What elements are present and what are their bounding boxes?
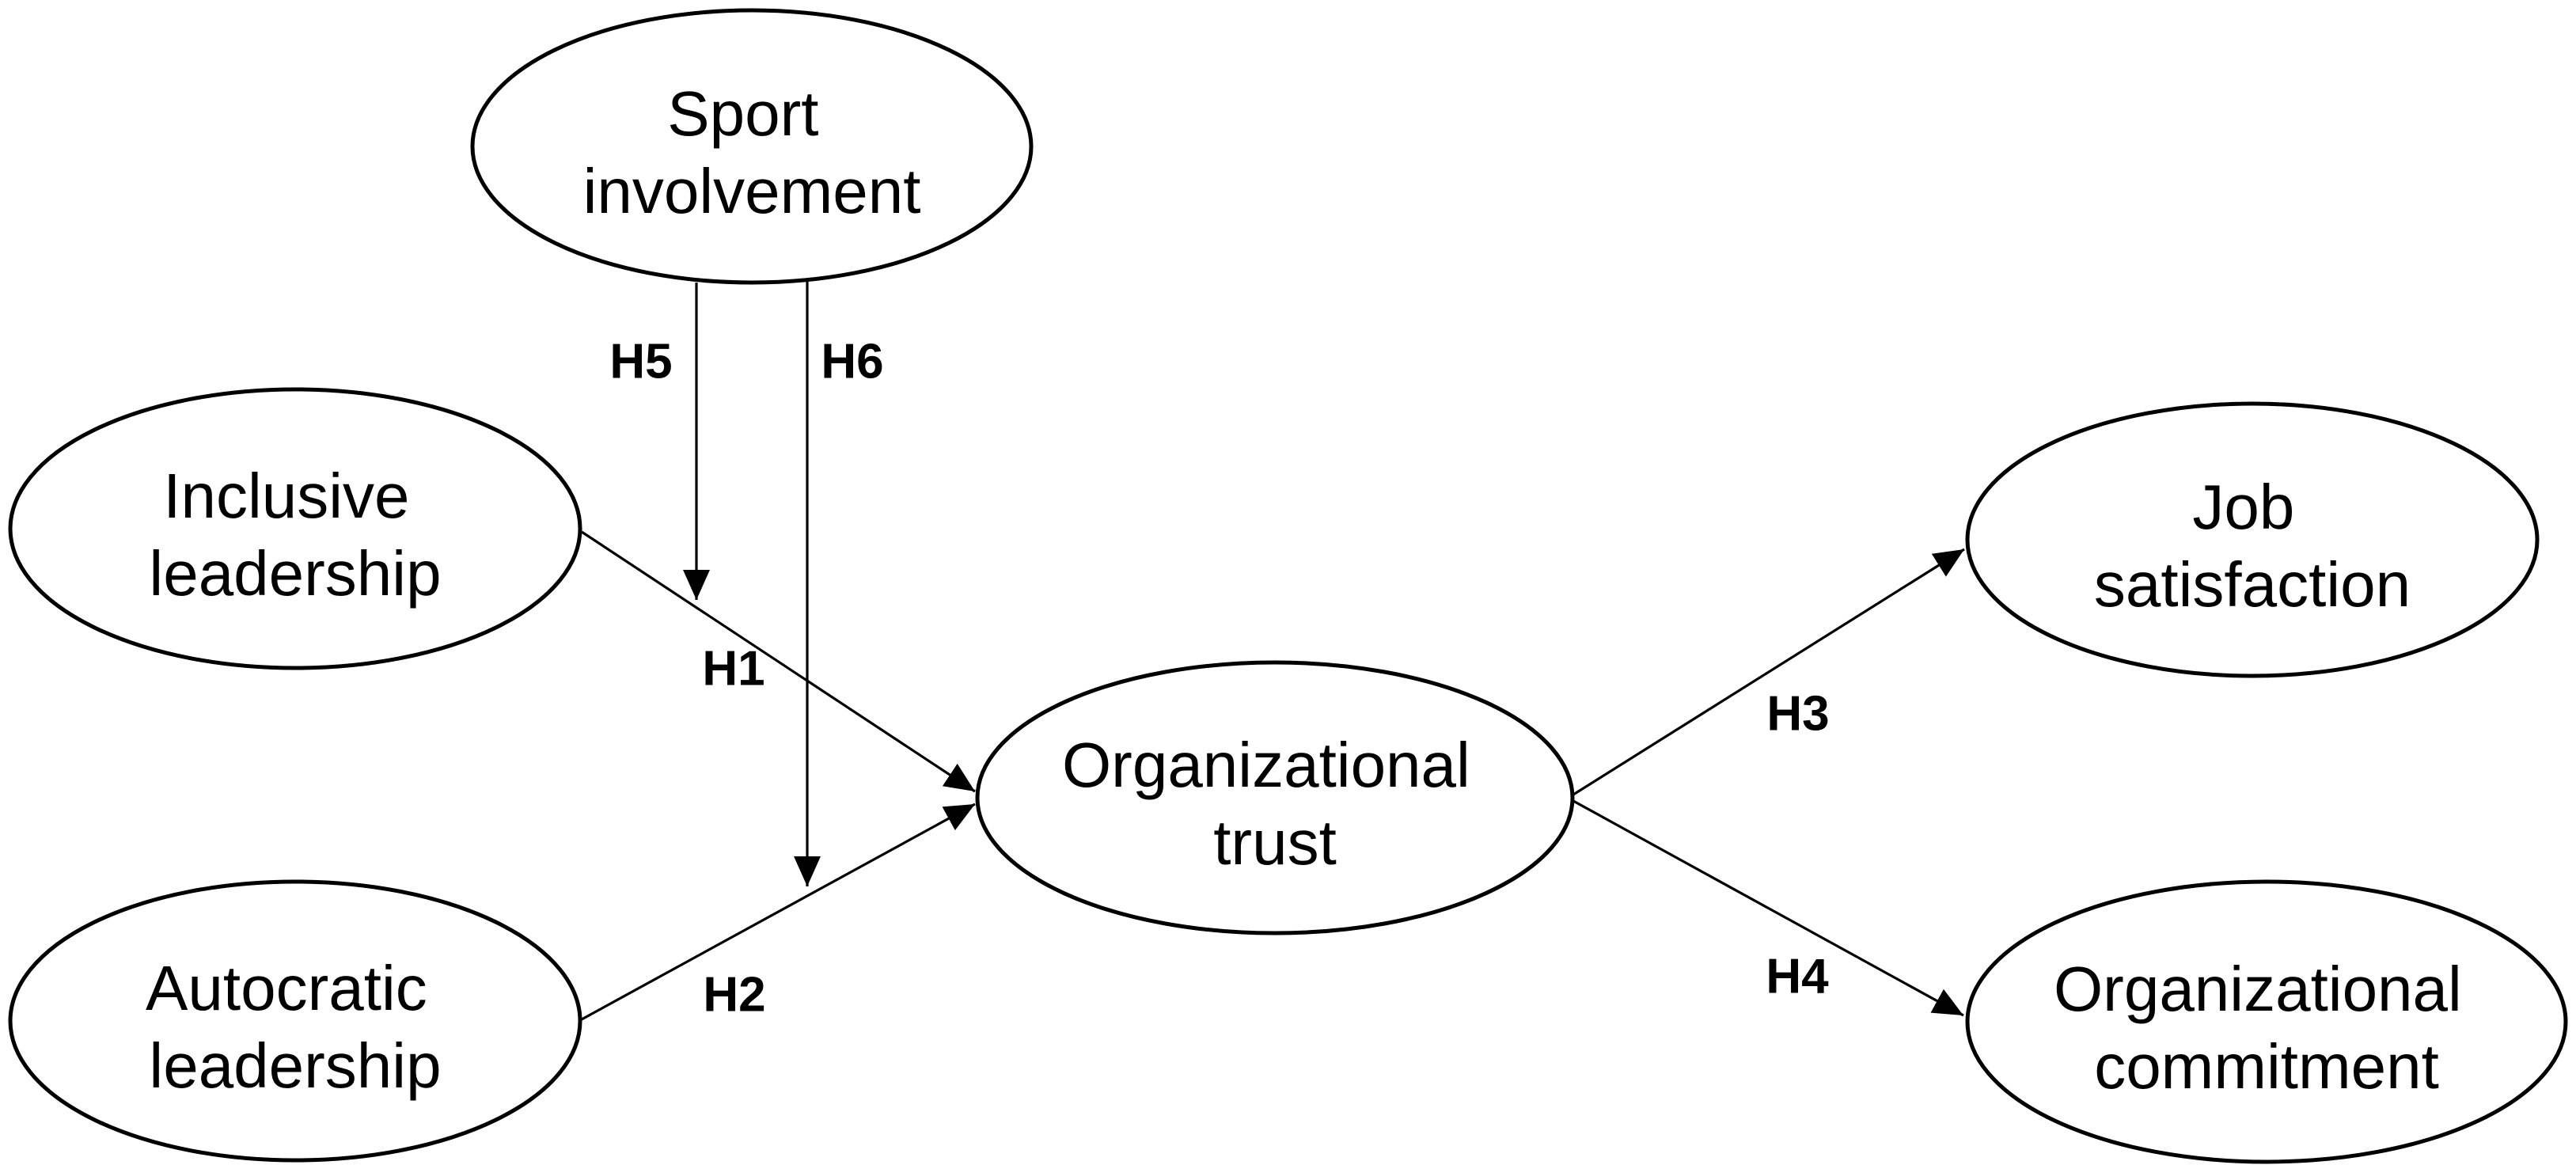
h2-label: H2 [703,968,765,1023]
h6-label: H6 [821,335,883,389]
node-organizational-commitment: Organizational commitment [1965,879,2568,1164]
job-satisfaction-ellipse [1965,401,2540,678]
job-satisfaction-label: Job satisfaction [2094,472,2411,620]
inclusive-leadership-label: Inclusive leadership [149,461,441,609]
edge-labels-group: H5 H6 H1 H2 H3 H4 [609,335,1829,1023]
node-organizational-trust: Organizational trust [975,660,1575,935]
h1-path-arrow [581,530,976,793]
inclusive-leadership-ellipse [8,387,582,670]
organizational-commitment-ellipse [1965,879,2568,1164]
h2-path-arrow [581,803,976,1021]
edges-group [581,272,1965,1021]
organizational-trust-label: Organizational trust [1062,730,1488,878]
organizational-commitment-label: Organizational commitment [2054,954,2479,1102]
h4-label: H4 [1766,950,1829,1004]
node-autocratic-leadership: Autocratic leadership [8,879,582,1163]
autocratic-leadership-label: Autocratic leadership [146,953,445,1101]
autocratic-leadership-ellipse [8,879,582,1163]
h1-label: H1 [702,642,764,696]
sport-involvement-label: Sport involvement [583,78,921,226]
h5-label: H5 [609,335,672,389]
h3-path-arrow [1573,548,1965,796]
organizational-trust-ellipse [975,660,1575,935]
node-inclusive-leadership: Inclusive leadership [8,387,582,670]
h3-label: H3 [1766,687,1829,742]
node-sport-involvement: Sport involvement [470,8,1034,285]
node-job-satisfaction: Job satisfaction [1965,401,2540,678]
nodes-group: Sport involvement Inclusive leadership A… [8,8,2568,1164]
h4-path-arrow [1573,799,1964,1017]
sport-involvement-ellipse [470,8,1034,285]
